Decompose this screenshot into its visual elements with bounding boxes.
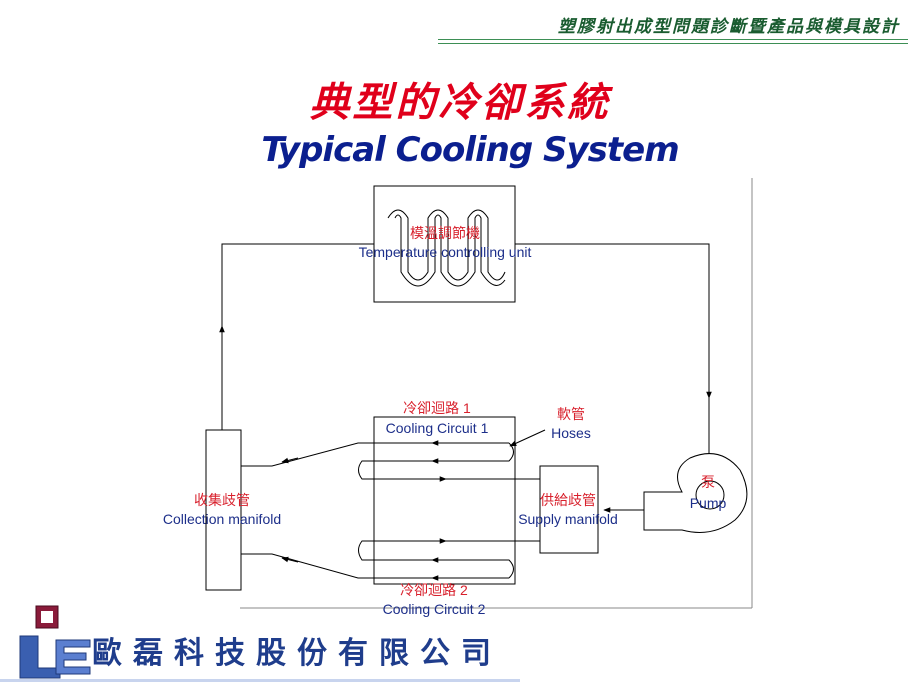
circuit-1-label-zh: 冷卻迴路 1 xyxy=(403,400,471,416)
supply-manifold-label-zh: 供給歧管 xyxy=(540,492,596,508)
pump-label-en: Pump xyxy=(690,495,727,511)
header-course-title: 塑膠射出成型問題診斷暨產品與模具設計 xyxy=(558,17,900,37)
collection-manifold-box xyxy=(205,429,242,591)
company-name: 歐磊科技股份有限公司 xyxy=(92,636,502,671)
slide-title-chinese: 典型的冷卻系統 xyxy=(309,80,611,126)
return-pipe xyxy=(221,243,374,430)
collection-manifold-label-zh: 收集歧管 xyxy=(194,492,250,508)
supply-pipe xyxy=(515,243,710,455)
circuit-1-label-en: Cooling Circuit 1 xyxy=(386,420,489,436)
hoses-label-en: Hoses xyxy=(551,425,591,441)
supply-manifold-box xyxy=(539,465,599,554)
hoses-pointer xyxy=(509,429,546,447)
header-rule xyxy=(438,39,908,40)
temperature-unit-label-zh: 模溫調節機 xyxy=(410,225,480,241)
hose-arrow-c1 xyxy=(281,457,299,464)
circuit-2-label-en: Cooling Circuit 2 xyxy=(383,601,486,617)
hose-arrow-c2 xyxy=(281,556,299,563)
hoses-label-zh: 軟管 xyxy=(557,406,585,422)
supply-manifold-label-en: Supply manifold xyxy=(518,511,618,527)
collection-manifold-label-en: Collection manifold xyxy=(163,511,281,527)
header-rule xyxy=(438,43,908,44)
temperature-unit-label-en: Temperature controlling unit xyxy=(359,244,532,260)
circuit-2-pipe xyxy=(358,540,540,579)
circuit-2-label-zh: 冷卻迴路 2 xyxy=(400,582,468,598)
mold-block xyxy=(373,416,516,585)
company-logo xyxy=(0,605,520,682)
slide-title-english: Typical Cooling System xyxy=(261,130,679,170)
pump-shape xyxy=(643,453,748,533)
pump-label-zh: 泵 xyxy=(701,474,715,490)
circuit-1-pipe-top xyxy=(358,442,540,480)
